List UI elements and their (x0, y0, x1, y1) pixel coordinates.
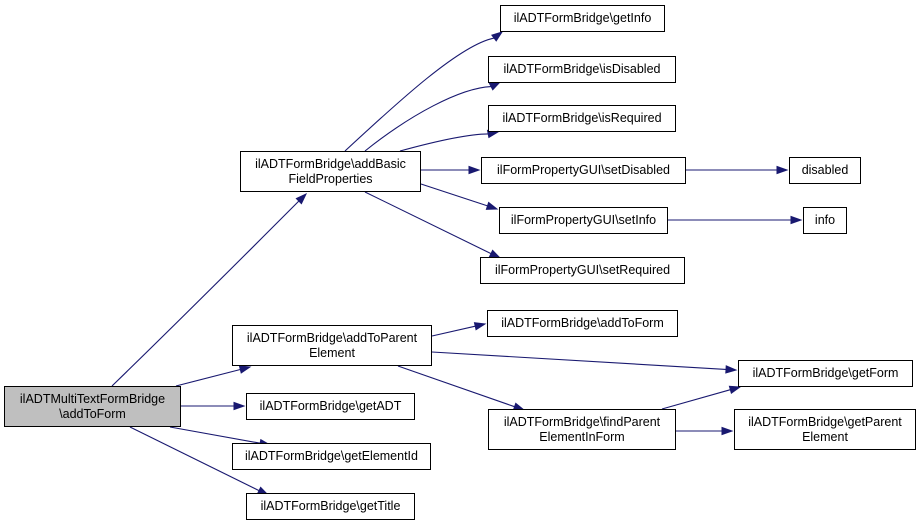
arrowhead-addBasic-to-getInfo (491, 31, 504, 42)
arrowhead-setInfo-to-info (790, 215, 803, 225)
edge-root-to-addBasic (111, 200, 300, 387)
node-label-line: \addToForm (59, 406, 126, 421)
edge-root-to-getTitle (129, 426, 260, 492)
node-label-line: ilADTFormBridge\getInfo (513, 11, 652, 25)
edge-findParent-to-getForm (661, 389, 731, 410)
arrowhead-findParent-to-getParentElement (721, 426, 734, 436)
node-label-line: ilADTFormBridge\getADT (259, 399, 402, 413)
node-get-adt[interactable]: ilADTFormBridge\getADT (246, 393, 415, 420)
node-label-line: ilFormPropertyGUI\setInfo (510, 213, 657, 227)
node-is-required[interactable]: ilADTFormBridge\isRequired (488, 105, 676, 132)
node-is-disabled[interactable]: ilADTFormBridge\isDisabled (488, 56, 676, 83)
node-label-line: info (814, 213, 836, 227)
node-label-line: ilADTFormBridge\isDisabled (503, 62, 661, 76)
node-root-addtoform: ilADTMultiTextFormBridge\addToForm (4, 386, 181, 427)
node-label-line: ilADTMultiTextFormBridge (19, 391, 166, 406)
node-label-line: ilADTFormBridge\getElementId (245, 449, 418, 463)
node-label-line: ilADTFormBridge\addToParent (246, 330, 418, 345)
edge-addBasic-to-getInfo (344, 37, 495, 152)
node-label-line: ilADTFormBridge\getParent (748, 414, 902, 429)
arrowhead-findParent-to-getForm (728, 385, 742, 394)
node-disabled[interactable]: disabled (789, 157, 861, 184)
node-label-line: ilADTFormBridge\getTitle (260, 499, 401, 513)
edge-addToParent-to-addToForm (431, 325, 476, 337)
arrowhead-root-to-addBasic (295, 192, 308, 205)
node-set-required[interactable]: ilFormPropertyGUI\setRequired (480, 257, 685, 284)
node-label-line: Element (802, 429, 848, 444)
edge-addBasic-to-isDisabled (364, 86, 492, 152)
edge-addToParent-to-getForm (431, 351, 727, 370)
node-set-info[interactable]: ilFormPropertyGUI\setInfo (499, 207, 668, 234)
arrowhead-addToParent-to-addToForm (473, 322, 487, 331)
node-label-line: disabled (801, 163, 849, 177)
node-set-disabled[interactable]: ilFormPropertyGUI\setDisabled (481, 157, 686, 184)
node-label-line: ilADTFormBridge\isRequired (502, 111, 662, 125)
node-label-line: ilFormPropertyGUI\setDisabled (497, 163, 670, 177)
edge-addToParent-to-findParent (397, 365, 515, 408)
arrowhead-setDisabled-to-disabled (776, 165, 789, 175)
node-label-line: ilFormPropertyGUI\setRequired (494, 263, 671, 277)
edge-addBasic-to-setRequired (364, 191, 492, 255)
node-label-line: ilADTFormBridge\getForm (752, 366, 899, 380)
arrowhead-addBasic-to-isDisabled (488, 81, 502, 91)
node-get-element-id[interactable]: ilADTFormBridge\getElementId (232, 443, 431, 470)
edge-addBasic-to-setInfo (420, 183, 488, 207)
edge-addBasic-to-isRequired (399, 133, 489, 152)
node-get-form[interactable]: ilADTFormBridge\getForm (738, 360, 913, 387)
edge-root-to-getElementId (169, 426, 261, 444)
edge-root-to-addToParent (175, 368, 241, 387)
arrowhead-addBasic-to-setDisabled (468, 165, 481, 175)
node-label-line: Element (309, 345, 355, 360)
node-label-line: ElementInForm (539, 429, 625, 444)
arrowhead-addBasic-to-setInfo (485, 201, 499, 210)
node-get-info[interactable]: ilADTFormBridge\getInfo (500, 5, 665, 32)
node-info[interactable]: info (803, 207, 847, 234)
arrowhead-root-to-getADT (233, 401, 246, 411)
arrowhead-addToParent-to-getForm (725, 365, 738, 374)
node-label-line: ilADTFormBridge\addBasic (255, 156, 406, 171)
node-label-line: ilADTFormBridge\findParent (503, 414, 661, 429)
arrowhead-root-to-addToParent (238, 365, 252, 374)
node-get-title[interactable]: ilADTFormBridge\getTitle (246, 493, 415, 520)
node-label-line: ilADTFormBridge\addToForm (501, 316, 664, 330)
node-label-line: FieldProperties (288, 171, 373, 186)
node-add-to-form[interactable]: ilADTFormBridge\addToForm (487, 310, 678, 337)
